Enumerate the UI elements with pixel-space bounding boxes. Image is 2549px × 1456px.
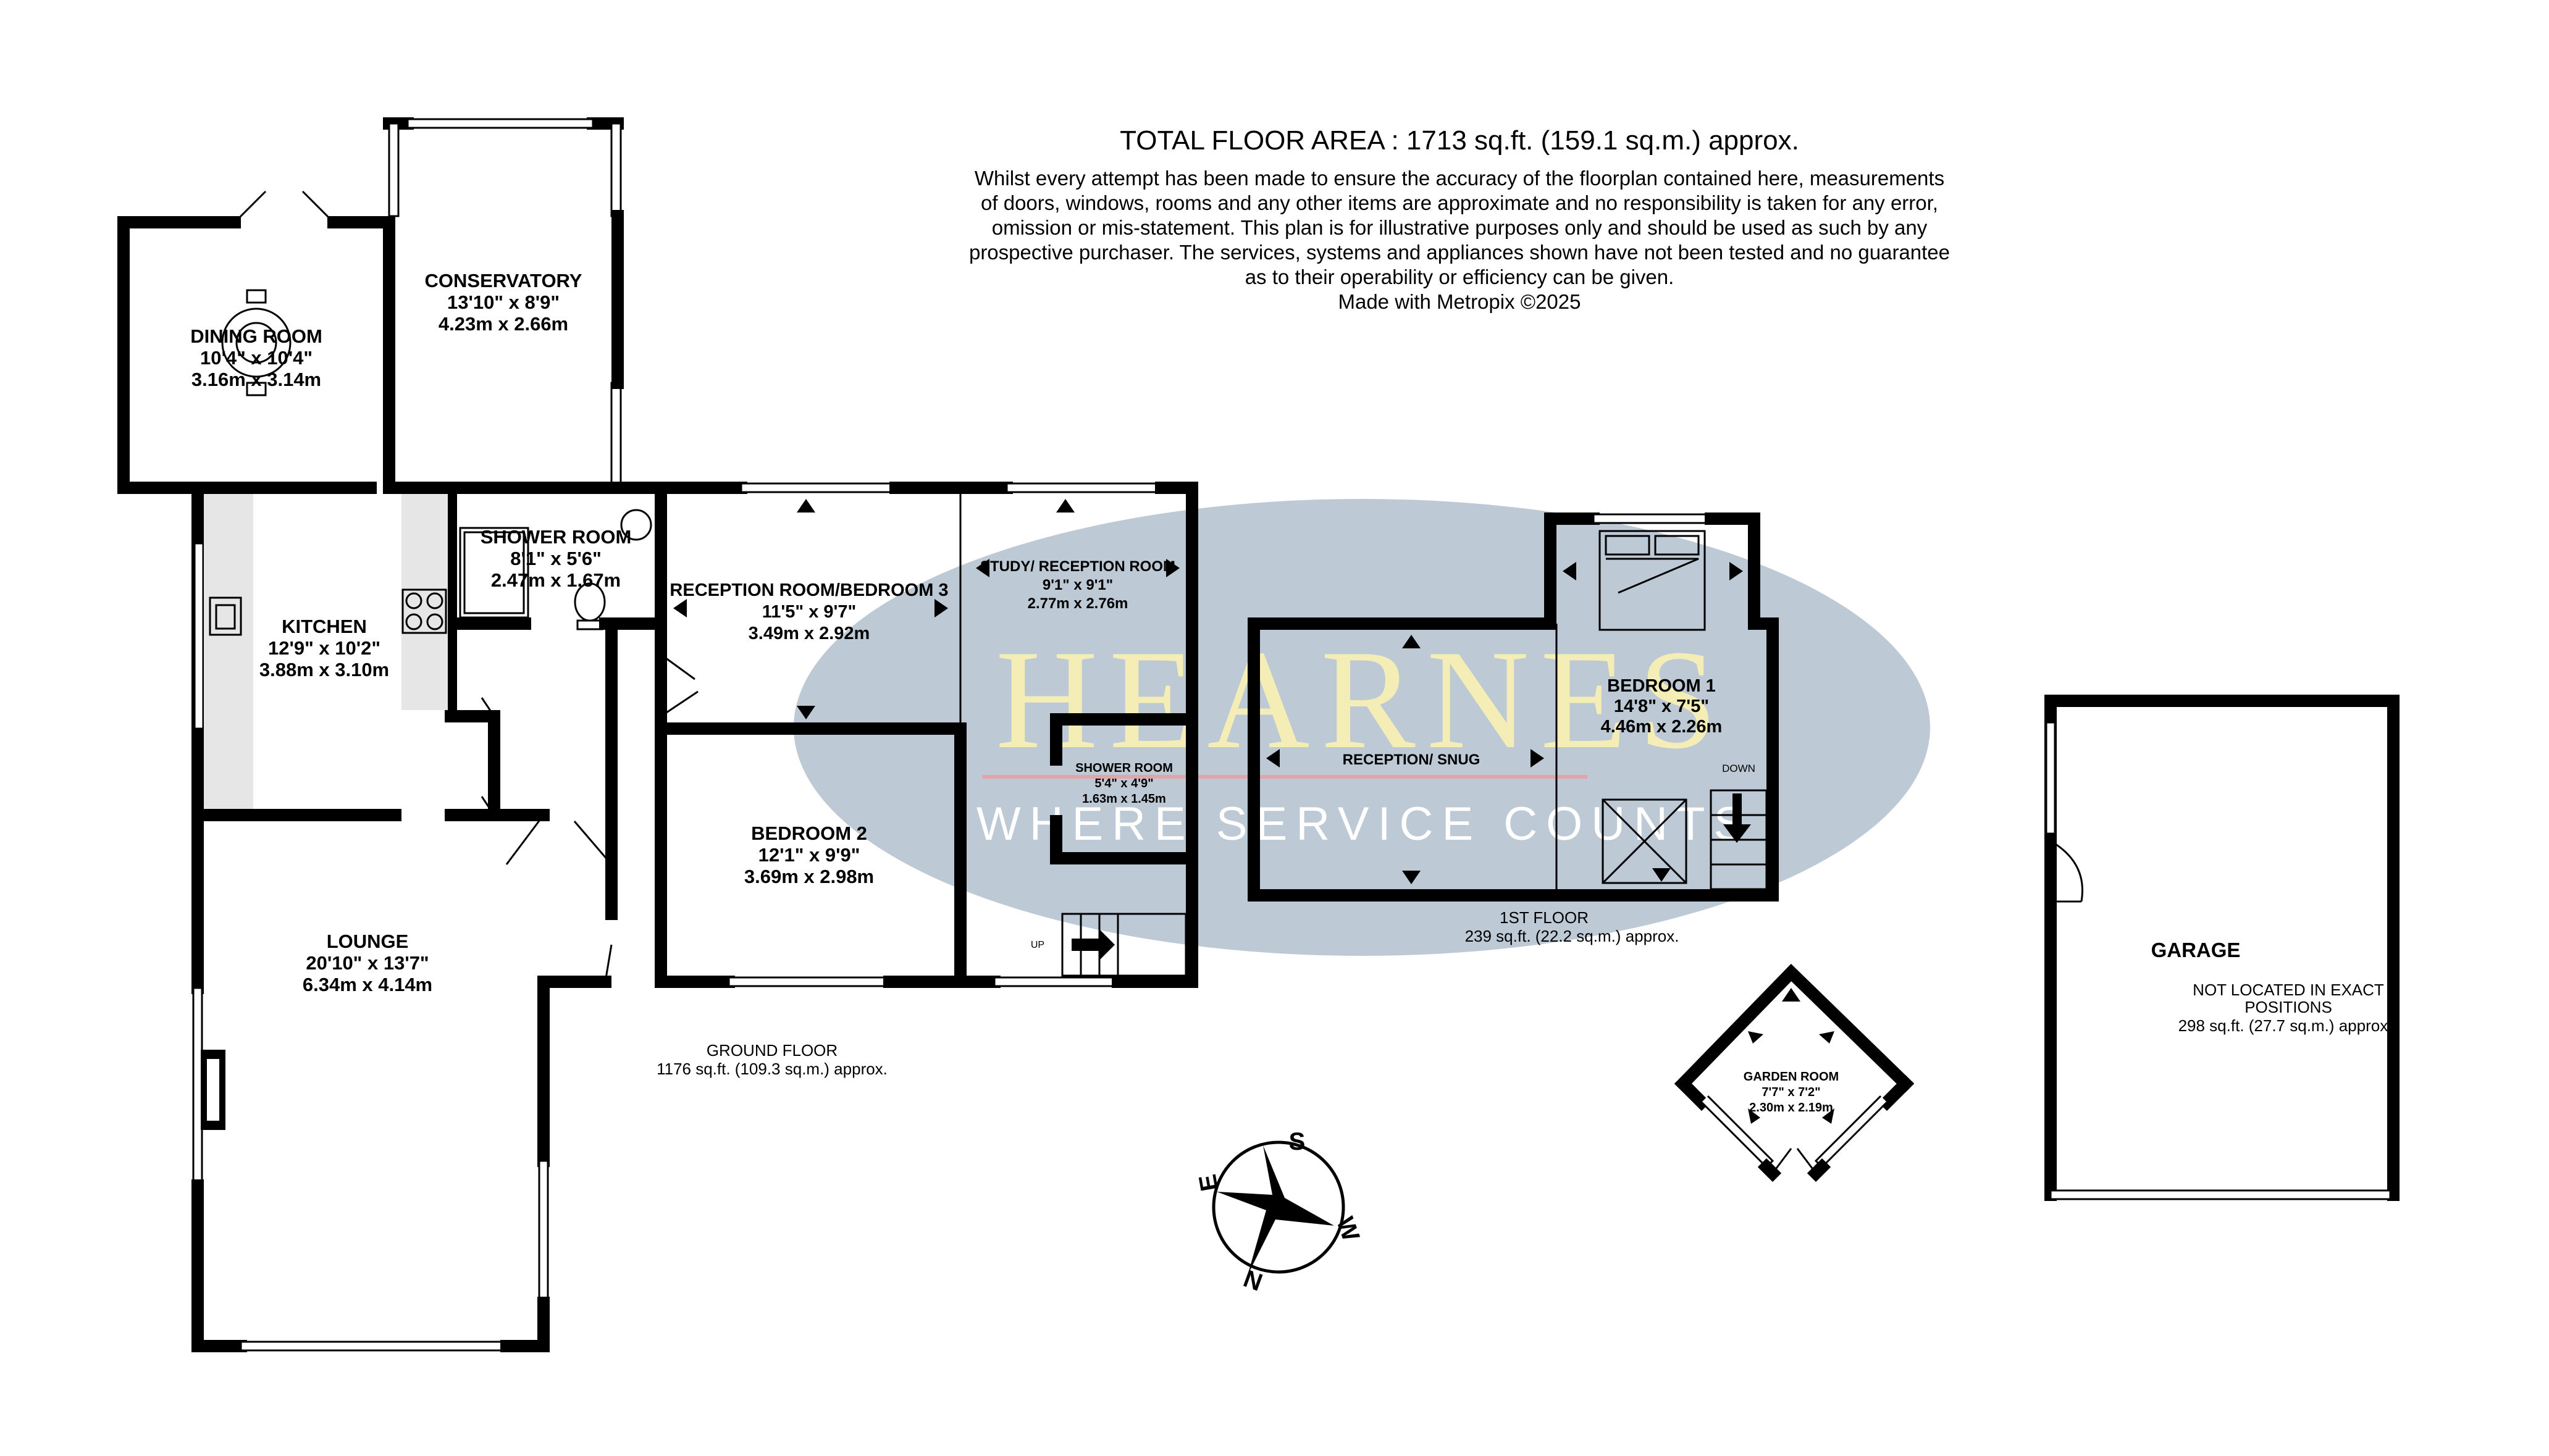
room-lounge: LOUNGE 20'10" x 13'7" 6.34m x 4.14m — [303, 931, 432, 995]
garage-note-1: NOT LOCATED IN EXACT — [2193, 981, 2384, 999]
basin-icon — [620, 509, 652, 541]
room-name: STUDY/ RECEPTION ROOM — [980, 558, 1175, 575]
stairs-down-icon — [1710, 789, 1768, 890]
header: TOTAL FLOOR AREA : 1713 sq.ft. (159.1 sq… — [969, 125, 1950, 313]
stairs-icon — [1061, 913, 1187, 977]
stairs-up-label: UP — [1031, 940, 1044, 950]
garage-note-2: POSITIONS — [2245, 998, 2332, 1016]
garage: GARAGE NOT LOCATED IN EXACT POSITIONS 29… — [2044, 695, 2400, 1201]
room-shower-small: SHOWER ROOM 5'4" x 4'9" 1.63m x 1.45m — [1075, 761, 1173, 806]
room-imperial: 10'4" x 10'4" — [200, 347, 313, 369]
room-metric: 3.16m x 3.14m — [191, 369, 321, 390]
skylight-icon — [1602, 798, 1687, 884]
ground-floor-area: 1176 sq.ft. (109.3 sq.m.) approx. — [657, 1060, 888, 1078]
room-metric: 2.77m x 2.76m — [1028, 595, 1128, 612]
bed-icon — [1598, 530, 1706, 631]
watermark-brand: HEARNES — [996, 621, 1729, 778]
room-metric: 3.49m x 2.92m — [749, 624, 870, 643]
ground-floor-label: GROUND FLOOR — [707, 1041, 838, 1060]
room-imperial: 20'10" x 13'7" — [306, 952, 429, 974]
sink-icon — [209, 596, 242, 636]
kitchen-counter-right — [401, 494, 448, 710]
ground-floor-walls — [117, 117, 1198, 1352]
room-name: GARDEN ROOM — [1744, 1070, 1839, 1084]
first-floor-walls — [1248, 513, 1779, 902]
room-study: STUDY/ RECEPTION ROOM 9'1" x 9'1" 2.77m … — [980, 558, 1175, 612]
room-name: BEDROOM 1 — [1607, 676, 1716, 696]
room-name: CONSERVATORY — [425, 270, 582, 291]
room-metric: 6.34m x 4.14m — [303, 974, 432, 995]
room-imperial: 13'10" x 8'9" — [447, 291, 560, 313]
garage-area: 298 sq.ft. (27.7 sq.m.) approx. — [2178, 1016, 2393, 1035]
room-name: SHOWER ROOM — [481, 526, 632, 548]
room-name: BEDROOM 2 — [751, 822, 867, 844]
direction-arrows — [673, 499, 1180, 719]
room-metric: 3.69m x 2.98m — [744, 866, 874, 887]
room-metric: 1.63m x 1.45m — [1082, 792, 1166, 806]
watermark-tagline: WHERE SERVICE COUNTS — [976, 798, 1753, 850]
room-metric: 2.47m x 1.67m — [491, 569, 621, 591]
disclaimer-line-3: omission or mis-statement. This plan is … — [992, 216, 1928, 239]
room-reception-snug-name: RECEPTION/ SNUG — [1343, 751, 1480, 768]
room-name: SHOWER ROOM — [1075, 761, 1173, 775]
room-imperial: 8'1" x 5'6" — [510, 548, 602, 569]
first-floor-arrows — [1266, 562, 1743, 884]
room-imperial: 12'1" x 9'9" — [758, 844, 860, 866]
compass-icon: S W N E — [1194, 1128, 1364, 1295]
compass-s: S — [1289, 1128, 1306, 1155]
hob-icon — [401, 588, 447, 634]
room-reception-bedroom3: RECEPTION ROOM/BEDROOM 3 11'5" x 9'7" 3.… — [670, 580, 948, 643]
room-bedroom1: BEDROOM 1 14'8" x 7'5" 4.46m x 2.26m — [1601, 676, 1723, 737]
doors — [233, 190, 699, 982]
room-name: RECEPTION ROOM/BEDROOM 3 — [670, 580, 948, 600]
disclaimer-line-1: Whilst every attempt has been made to en… — [975, 167, 1944, 190]
compass-e: E — [1194, 1173, 1224, 1194]
room-name: DINING ROOM — [190, 325, 322, 347]
room-shower-ground: SHOWER ROOM 8'1" x 5'6" 2.47m x 1.67m — [481, 526, 632, 591]
compass-n: N — [1240, 1264, 1266, 1295]
room-metric: 4.23m x 2.66m — [439, 313, 568, 335]
disclaimer-line-2: of doors, windows, rooms and any other i… — [981, 191, 1938, 214]
room-metric: 4.46m x 2.26m — [1601, 717, 1723, 737]
disclaimer-line-5: as to their operability or efficiency ca… — [1245, 266, 1674, 288]
room-imperial: 7'7" x 7'2" — [1762, 1086, 1820, 1099]
room-imperial: 12'9" x 10'2" — [268, 637, 380, 659]
first-floor-area: 239 sq.ft. (22.2 sq.m.) approx. — [1465, 927, 1679, 945]
garden-room: GARDEN ROOM 7'7" x 7'2" 2.30m x 2.19m — [1674, 963, 1915, 1182]
first-floor-label: 1ST FLOOR — [1500, 908, 1589, 927]
room-imperial: 11'5" x 9'7" — [762, 602, 857, 622]
room-conservatory: CONSERVATORY 13'10" x 8'9" 4.23m x 2.66m — [425, 270, 582, 335]
room-bedroom2: BEDROOM 2 12'1" x 9'9" 3.69m x 2.98m — [744, 822, 874, 887]
fireplace-icon — [201, 1050, 225, 1130]
room-kitchen: KITCHEN 12'9" x 10'2" 3.88m x 3.10m — [259, 616, 389, 680]
room-name: LOUNGE — [327, 931, 409, 952]
room-metric: 2.30m x 2.19m — [1749, 1101, 1833, 1115]
shower-icon — [459, 527, 529, 619]
room-name: GARAGE — [2151, 939, 2241, 961]
toilet-icon — [574, 582, 606, 630]
disclaimer-line-4: prospective purchaser. The services, sys… — [969, 241, 1950, 264]
stairs-down-label: DOWN — [1722, 763, 1755, 774]
room-name: KITCHEN — [282, 616, 367, 637]
room-imperial: 5'4" x 4'9" — [1094, 777, 1153, 790]
table-icon — [221, 289, 292, 396]
room-imperial: 9'1" x 9'1" — [1043, 577, 1113, 593]
total-floor-area: TOTAL FLOOR AREA : 1713 sq.ft. (159.1 sq… — [1120, 125, 1799, 156]
disclaimer-line-6: Made with Metropix ©2025 — [1338, 290, 1581, 313]
room-dining: DINING ROOM 10'4" x 10'4" 3.16m x 3.14m — [190, 325, 322, 390]
room-metric: 3.88m x 3.10m — [259, 659, 389, 680]
kitchen-counter-left — [204, 494, 253, 809]
room-imperial: 14'8" x 7'5" — [1614, 697, 1709, 716]
